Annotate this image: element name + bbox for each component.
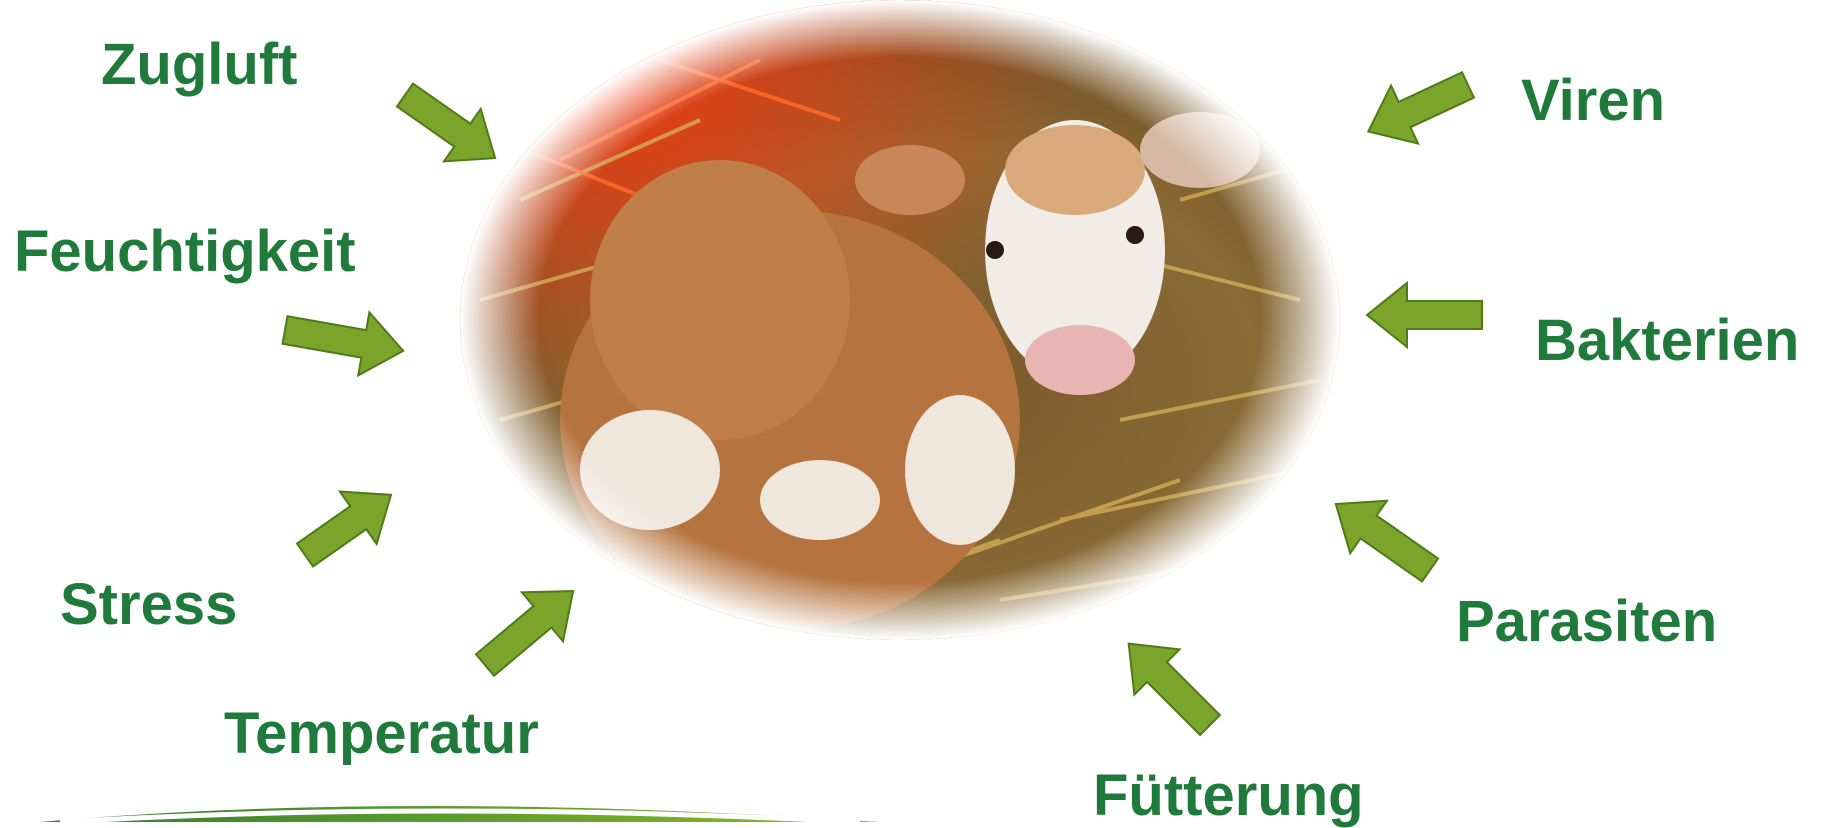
label-feuchtigkeit: Feuchtigkeit <box>14 223 356 281</box>
calf-photo <box>460 0 1340 640</box>
label-viren: Viren <box>1521 72 1665 130</box>
arrow-bakterien-icon <box>1367 283 1482 347</box>
arrow-stress-icon <box>287 469 410 582</box>
arrow-temperatur-icon <box>464 567 593 690</box>
label-zugluft: Zugluft <box>101 36 297 94</box>
label-bakterien: Bakterien <box>1535 312 1799 370</box>
arrow-feuchtigkeit-icon <box>279 298 408 382</box>
label-parasiten: Parasiten <box>1456 593 1717 651</box>
arrow-fuetterung-icon <box>1106 621 1233 748</box>
arrow-zugluft-icon <box>387 69 514 185</box>
arrow-parasiten-icon <box>1317 478 1448 596</box>
decorative-swoosh <box>40 806 880 822</box>
arrow-viren-icon <box>1355 56 1482 160</box>
label-stress: Stress <box>60 576 237 634</box>
label-temperatur: Temperatur <box>224 705 539 763</box>
label-fuetterung: Fütterung <box>1093 767 1364 825</box>
